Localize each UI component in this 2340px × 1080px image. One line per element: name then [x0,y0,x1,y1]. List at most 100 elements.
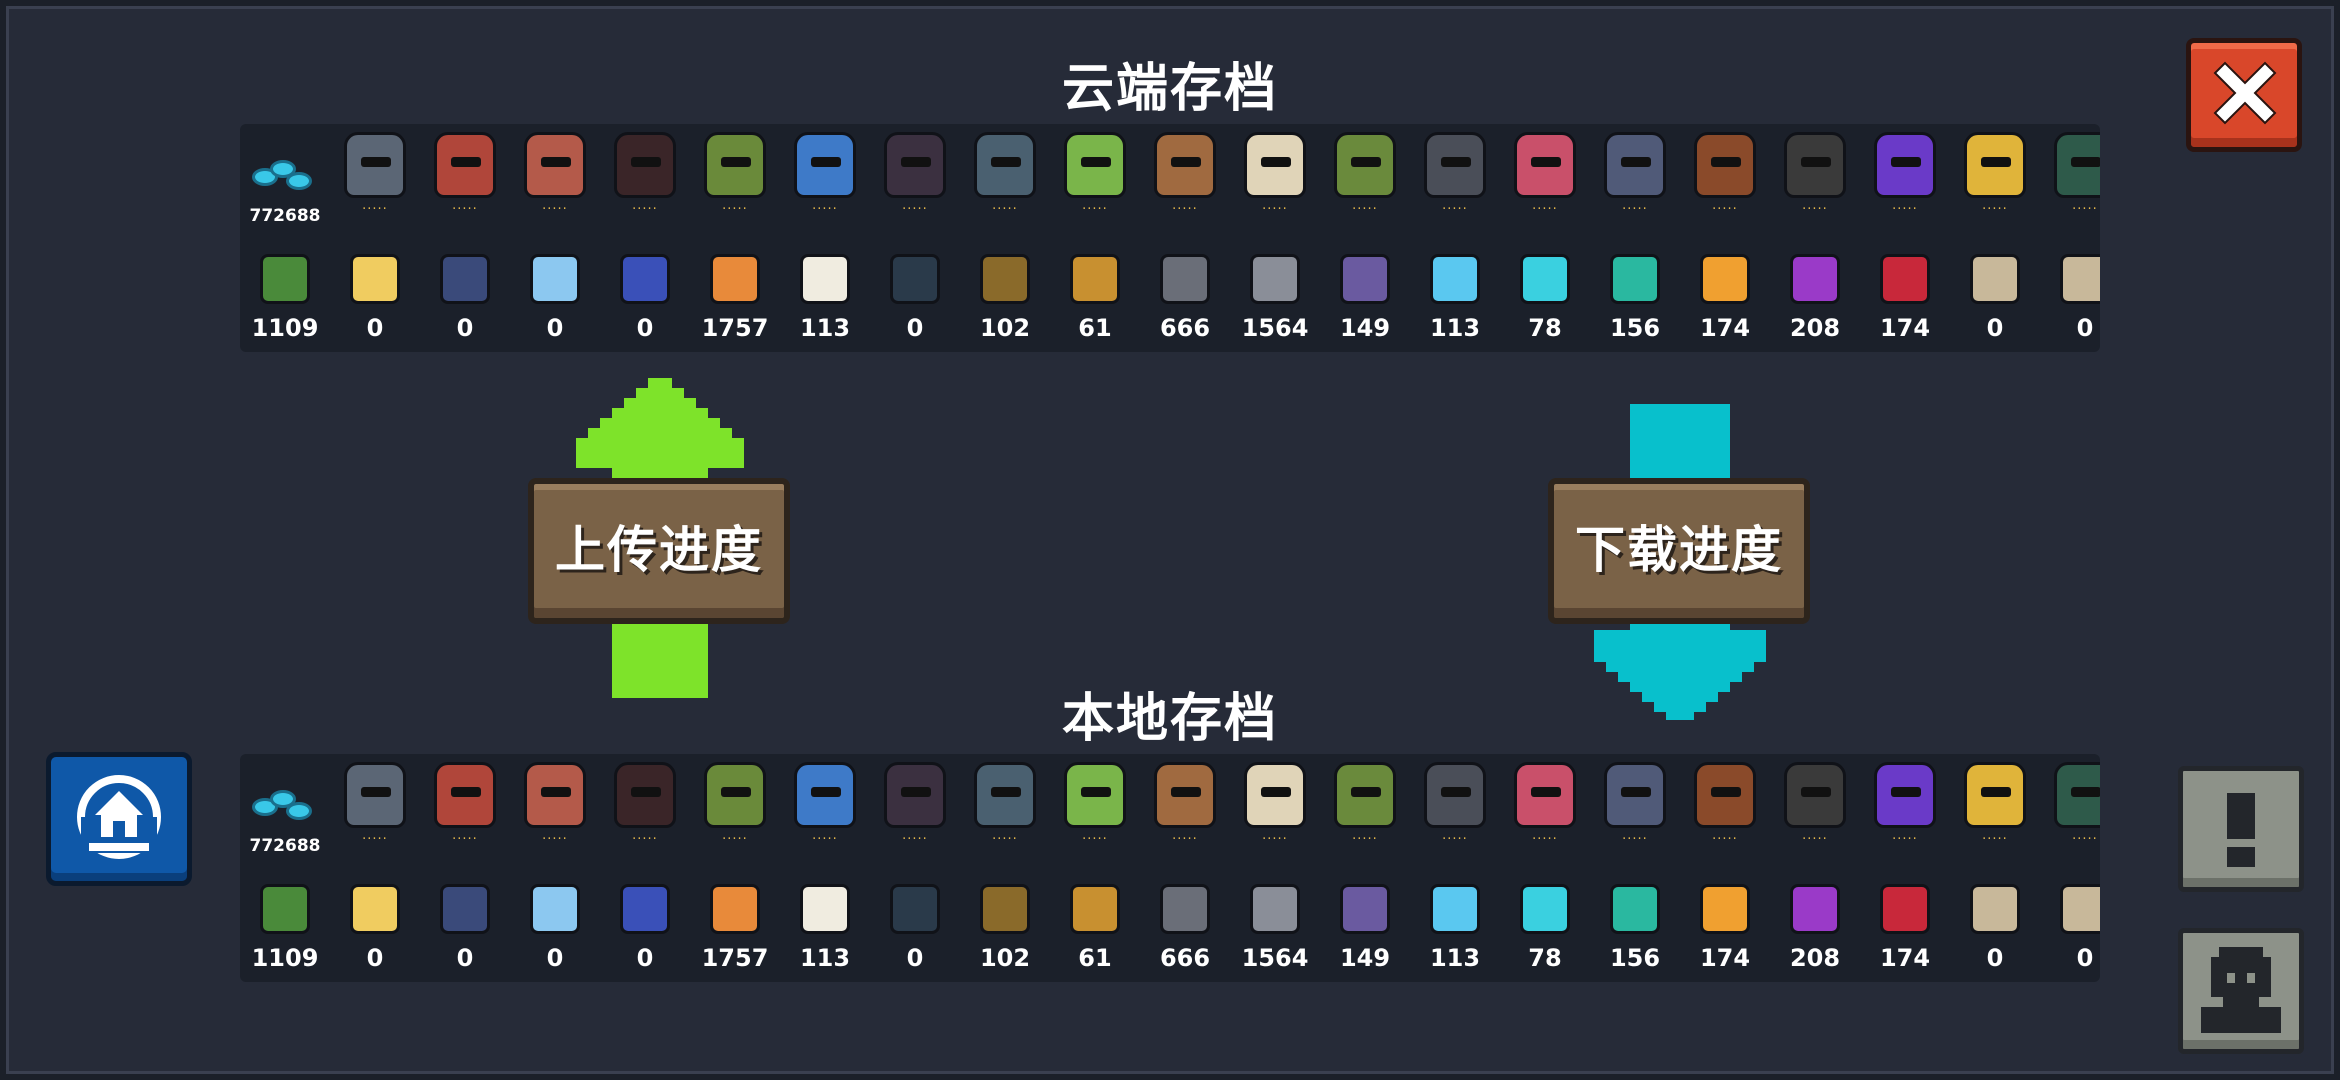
material-count: 1109 [251,944,319,972]
material-count: 0 [636,314,654,342]
character-slot-demon: ····· [1590,754,1680,848]
golden-knight-sprite-icon [1964,762,2026,828]
close-button[interactable] [2186,38,2302,152]
star-rating: ····· [1262,832,1288,847]
star-rating: ····· [1982,832,2008,847]
material-slot: 1564 [1230,874,1320,972]
character-slot-engineer: ····· [690,124,780,218]
witch-sprite-icon [524,762,586,828]
violet-shard-icon [1790,884,1840,934]
account-button[interactable] [46,752,192,886]
cloud-save-panel: 772688··································… [240,124,2100,352]
taoist-sprite-icon [1784,762,1846,828]
material-slot: 0 [510,874,600,972]
purple-shard-icon [1340,254,1390,304]
character-slot-assassin: ····· [600,124,690,218]
purple-shard-icon [1340,884,1390,934]
star-rating: ····· [1712,832,1738,847]
material-count: 174 [1879,314,1931,342]
character-slot-necromancer: ····· [1410,124,1500,218]
material-count: 0 [456,314,474,342]
assassin-sprite-icon [614,762,676,828]
iron-ore-icon [1250,884,1300,934]
material-count: 113 [1429,314,1481,342]
character-slot-paladin: ····· [960,124,1050,218]
local-save-title: 本地存档 [1061,689,1278,749]
material-count: 149 [1339,944,1391,972]
profile-button[interactable] [2178,928,2304,1054]
character-slot-assassin: ····· [600,754,690,848]
character-slot-witch: ····· [510,124,600,218]
local-save-panel: 772688··································… [240,754,2100,982]
dark-book-icon [440,884,490,934]
cloud-character-row: 772688··································… [240,124,2100,234]
character-slot-paladin: ····· [960,754,1050,848]
sack-icon [800,254,850,304]
knight-sprite-icon [344,762,406,828]
material-count: 0 [2076,314,2094,342]
scroll-icon [1970,254,2020,304]
character-slot-alchemist: ····· [1860,124,1950,218]
star-rating: ····· [542,202,568,217]
material-slot: 0 [330,874,420,972]
character-slot-officer: ····· [1680,124,1770,218]
witch-sprite-icon [524,132,586,198]
violet-shard-icon [1790,254,1840,304]
material-slot: 1109 [240,874,330,972]
paladin-sprite-icon [974,762,1036,828]
material-slot: 174 [1860,874,1950,972]
upload-progress-button[interactable]: 上传进度 [528,478,790,624]
star-rating: ····· [2072,832,2098,847]
gem-count: 772688 [249,206,321,226]
star-rating: ····· [452,832,478,847]
material-count: 174 [1879,944,1931,972]
robot-sprite-icon [794,132,856,198]
material-slot: 0 [2040,244,2100,342]
material-count: 78 [1528,944,1562,972]
star-rating: ····· [1442,832,1468,847]
material-count: 666 [1159,314,1211,342]
material-count: 0 [366,944,384,972]
ore-icon [710,884,760,934]
material-count: 208 [1789,314,1841,342]
assassin-sprite-icon [614,132,676,198]
material-slot: 174 [1860,244,1950,342]
gem-icon [252,154,318,198]
character-slot-taoist: ····· [1770,124,1860,218]
character-slot-werewolf: ····· [1140,124,1230,218]
gear-icon [1160,884,1210,934]
character-slot-knight: ····· [330,754,420,848]
material-slot: 0 [870,874,960,972]
star-rating: ····· [1172,832,1198,847]
material-slot: 174 [1680,244,1770,342]
star-rating: ····· [902,832,928,847]
berserker-sprite-icon [1514,762,1576,828]
alchemist-sprite-icon [1874,132,1936,198]
scroll-icon [1970,884,2020,934]
feather-icon [890,884,940,934]
star-rating: ····· [1712,202,1738,217]
blue-shard-icon [1430,254,1480,304]
material-slot: 1564 [1230,244,1320,342]
material-count: 78 [1528,314,1562,342]
material-count: 0 [456,944,474,972]
star-rating: ····· [1352,832,1378,847]
crystal-icon [530,254,580,304]
potion-icon [620,884,670,934]
download-progress-button[interactable]: 下载进度 [1548,478,1810,624]
character-slot-rogue: ····· [420,124,510,218]
material-slot: 1757 [690,244,780,342]
character-slot-robot: ····· [780,124,870,218]
material-count: 666 [1159,944,1211,972]
feather-icon [890,254,940,304]
material-count: 0 [636,944,654,972]
star-rating: ····· [812,832,838,847]
material-count: 0 [2076,944,2094,972]
material-slot: 0 [1950,244,2040,342]
character-slot-druid: ····· [1320,754,1410,848]
notice-button[interactable] [2178,766,2304,892]
vampire-sprite-icon [884,762,946,828]
paladin-sprite-icon [974,132,1036,198]
material-slot: 102 [960,874,1050,972]
